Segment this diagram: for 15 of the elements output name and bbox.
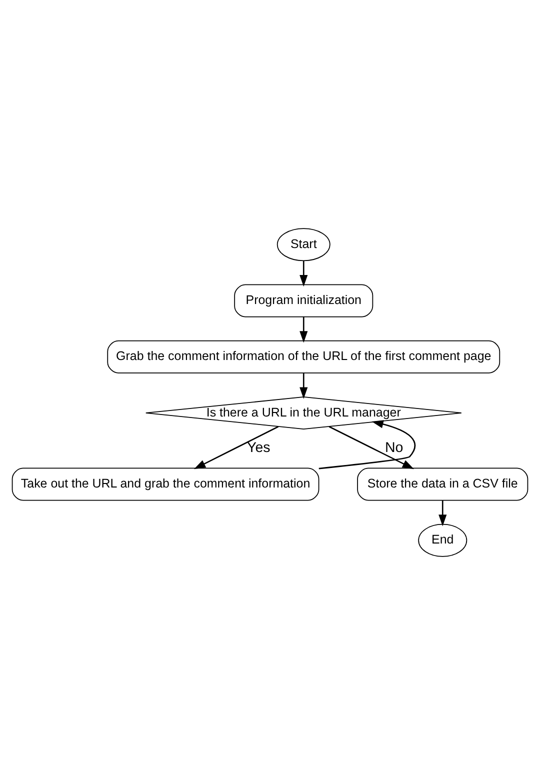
node-box: Grab the comment information of the URL of the first comment page bbox=[107, 340, 500, 373]
edge-label: Yes bbox=[247, 440, 270, 456]
arrow bbox=[300, 316, 308, 342]
arrow bbox=[300, 260, 308, 286]
node-ellipse: End bbox=[418, 523, 468, 556]
arrow bbox=[300, 372, 308, 398]
node-ellipse: Start bbox=[276, 228, 330, 261]
arrow bbox=[194, 426, 279, 469]
arrow bbox=[318, 420, 416, 469]
node-box: Take out the URL and grab the comment information bbox=[12, 467, 320, 500]
arrow bbox=[438, 500, 447, 526]
arrow bbox=[328, 426, 414, 469]
edge-label: No bbox=[384, 440, 404, 456]
node-box: Program initialization bbox=[234, 284, 374, 317]
node-box: Store the data in a CSV file bbox=[357, 467, 528, 500]
